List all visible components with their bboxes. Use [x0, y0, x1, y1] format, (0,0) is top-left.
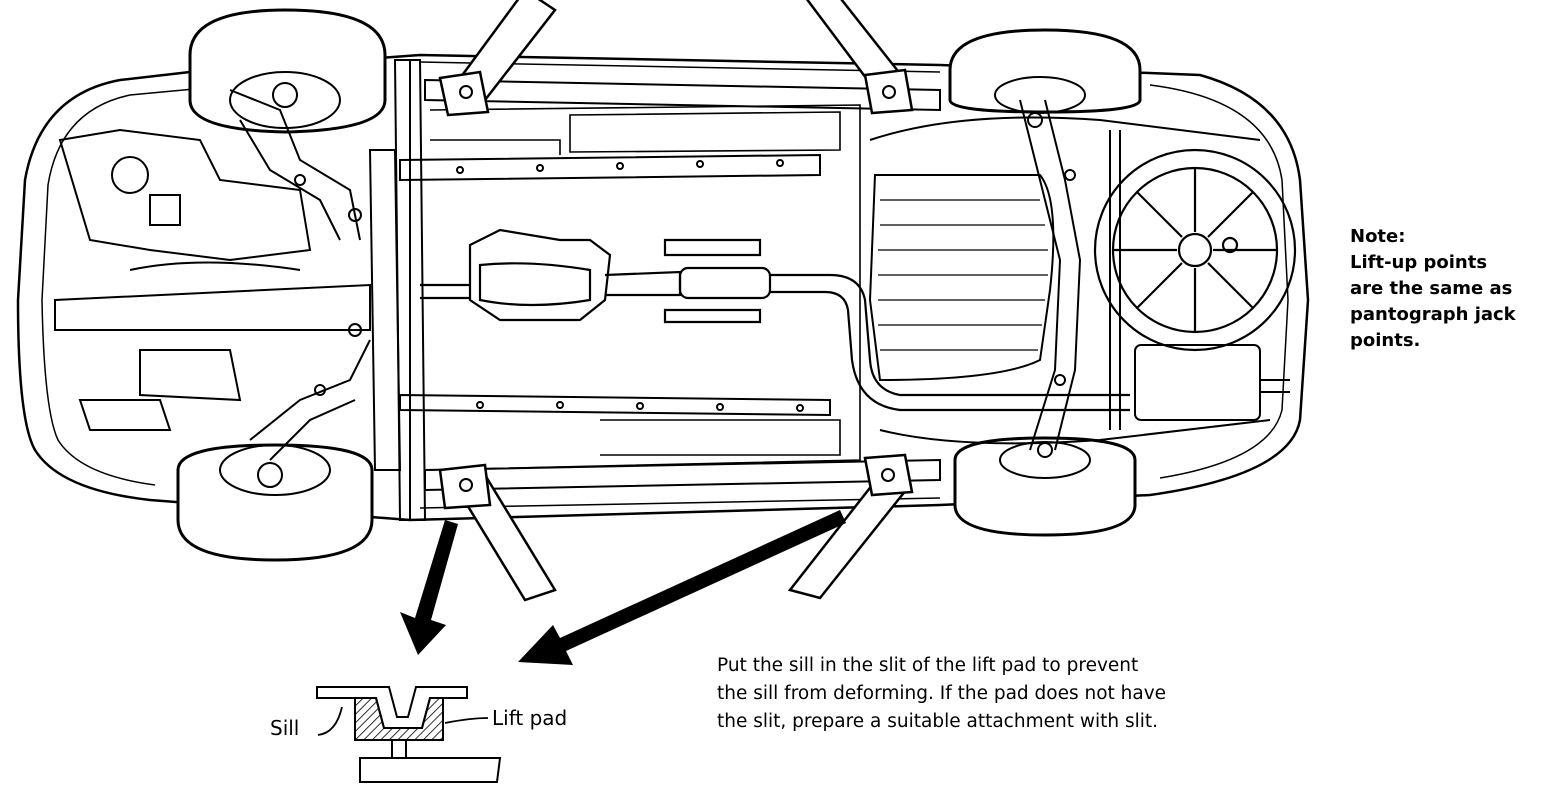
front-crossmember — [368, 59, 427, 521]
lift-pad — [354, 697, 444, 741]
rear-right-wheel — [953, 436, 1137, 537]
instruction-text: Put the sill in the slit of the lift pad… — [717, 652, 1317, 736]
engine-bay — [54, 89, 371, 461]
lift-arm-front-left — [438, 0, 557, 117]
lift-pad-detail — [316, 686, 502, 783]
instruction-line: Put the sill in the slit of the lift pad… — [717, 655, 1139, 676]
exhaust-system — [420, 228, 1130, 412]
lift-arm-rear-left — [805, 0, 914, 115]
note-heading: Note: — [1350, 226, 1406, 247]
instruction-line: the slit, prepare a suitable attachment … — [717, 711, 1159, 732]
rear-suspension — [869, 99, 1271, 458]
side-sills — [399, 78, 941, 492]
note-line: Lift-up points — [1350, 252, 1488, 273]
lift-arm-section — [359, 757, 502, 783]
arrow-rear-lift-point — [518, 510, 846, 665]
fuel-tank — [868, 174, 1055, 382]
arrow-front-lift-point — [400, 520, 458, 655]
pad-post — [391, 739, 407, 759]
note-line: are the same as — [1350, 278, 1513, 299]
instruction-line: the sill from deforming. If the pad does… — [717, 683, 1167, 704]
front-right-wheel — [176, 443, 374, 562]
note-line: pantograph jack — [1350, 304, 1516, 325]
sill-label: Sill — [270, 716, 300, 740]
rear-muffler — [1134, 344, 1290, 421]
note-line: points. — [1350, 330, 1421, 351]
floor-pan — [429, 104, 861, 471]
spare-wheel — [1093, 148, 1297, 352]
front-left-wheel — [188, 8, 387, 134]
note-block: Note: Lift-up points are the same as pan… — [1350, 224, 1545, 354]
lift-arm-rear-right — [787, 453, 914, 600]
rear-left-wheel — [948, 28, 1142, 114]
lift-arm-front-right — [438, 463, 557, 602]
lift-pad-label: Lift pad — [492, 706, 568, 730]
